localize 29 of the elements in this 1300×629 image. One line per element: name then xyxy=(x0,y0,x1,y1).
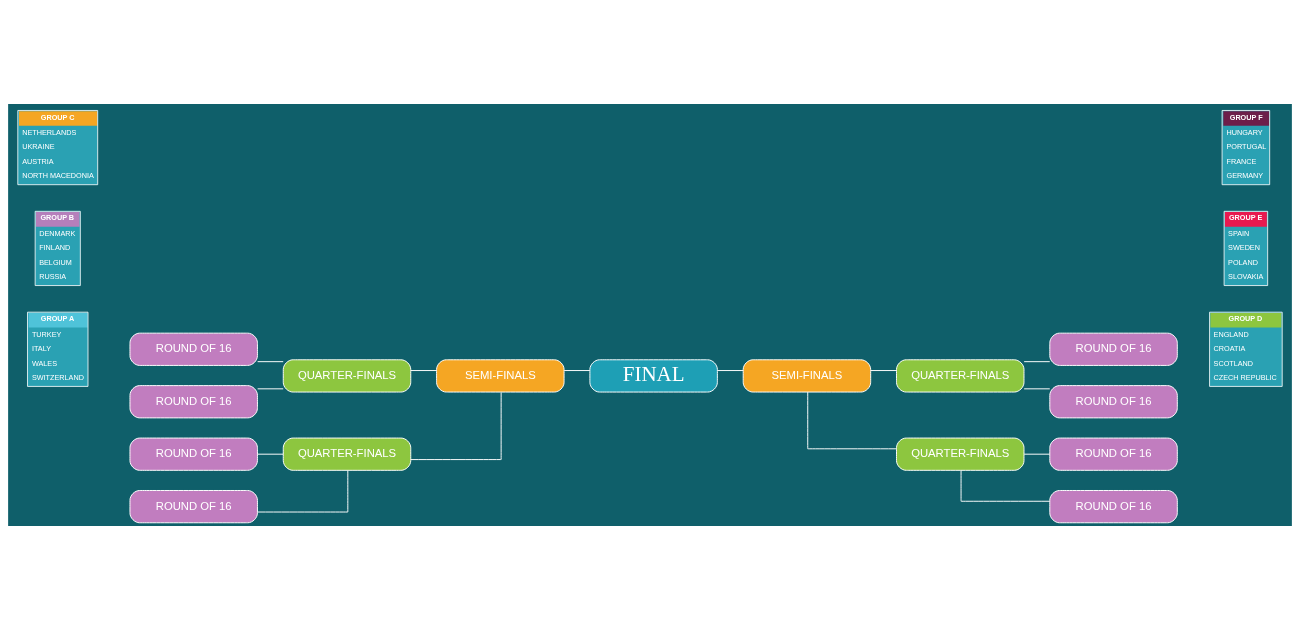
connector xyxy=(1023,360,1051,362)
node-box: ROUND OF 16 xyxy=(129,489,258,523)
connector xyxy=(1023,453,1051,455)
node-box: ROUND OF 16 xyxy=(129,332,258,366)
connector xyxy=(717,369,744,371)
node-box: ROUND OF 16 xyxy=(1049,437,1178,471)
node-box: QUARTER-FINALS xyxy=(282,437,412,471)
node-box: SEMI-FINALS xyxy=(742,358,872,393)
connector xyxy=(807,391,897,449)
connector xyxy=(257,453,284,455)
node-box: ROUND OF 16 xyxy=(1049,332,1178,366)
connector xyxy=(563,369,591,371)
connector xyxy=(960,469,1051,502)
connector xyxy=(1023,387,1051,389)
node-box: ROUND OF 16 xyxy=(129,384,258,418)
node-box: QUARTER-FINALS xyxy=(896,437,1025,471)
connector xyxy=(410,391,502,460)
connector xyxy=(257,387,284,389)
connector xyxy=(257,469,349,512)
connector xyxy=(410,369,437,371)
node-box: SEMI-FINALS xyxy=(436,358,565,393)
node-box: QUARTER-FINALS xyxy=(896,358,1025,393)
node-box: ROUND OF 16 xyxy=(1049,384,1178,418)
connector xyxy=(870,369,897,371)
node-box: ROUND OF 16 xyxy=(129,437,258,471)
node-box: FINAL xyxy=(589,358,718,393)
connector xyxy=(257,360,284,362)
node-box: ROUND OF 16 xyxy=(1049,489,1178,523)
node-box: QUARTER-FINALS xyxy=(282,358,412,393)
